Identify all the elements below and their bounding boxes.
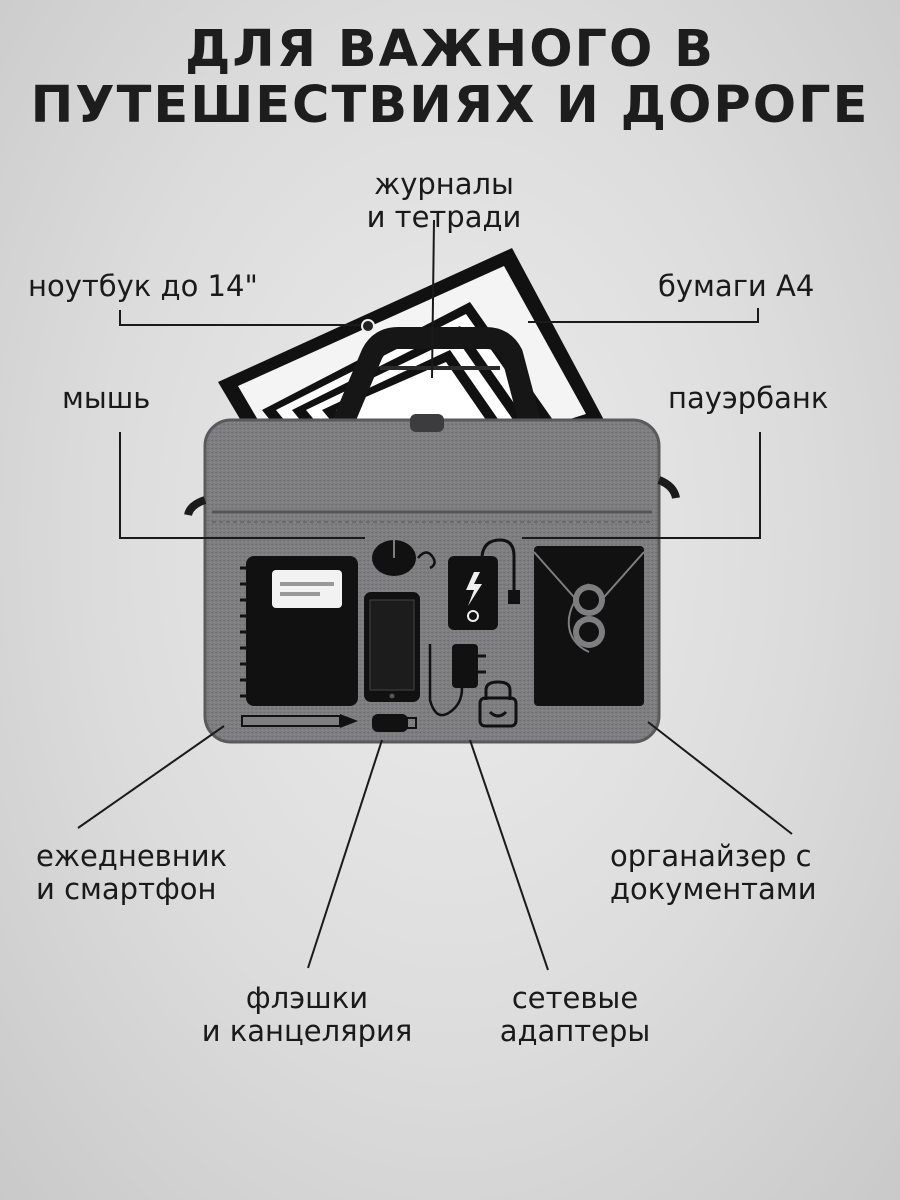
label-flash: флэшки и канцелярия — [201, 981, 413, 1048]
label-laptop: ноутбук до 14" — [28, 269, 258, 303]
label-mouse: мышь — [62, 381, 151, 415]
powerbank-icon — [448, 538, 520, 630]
label-powerbank: пауэрбанк — [668, 381, 829, 415]
flash-drive-icon — [372, 714, 417, 732]
bag-handle — [329, 327, 543, 435]
callout-lines — [77, 219, 793, 971]
pencil-icon — [241, 714, 358, 728]
title-line-1: ДЛЯ ВАЖНОГО В — [184, 20, 716, 79]
mouse-icon — [372, 540, 436, 576]
page-title: ДЛЯ ВАЖНОГО В ПУТЕШЕСТВИЯХ И ДОРОГЕ — [0, 22, 900, 134]
lock-icon — [478, 680, 518, 728]
organizer-icon — [533, 546, 645, 706]
label-planner: ежедневник и смартфон — [36, 839, 228, 906]
smartphone-icon — [364, 592, 420, 702]
label-organizer: органайзер с документами — [610, 839, 817, 906]
adapter-icon — [428, 644, 486, 717]
notebook-icon — [240, 556, 358, 706]
label-papers: бумаги А4 — [658, 269, 815, 303]
label-adapters: сетевые адаптеры — [499, 981, 651, 1048]
title-line-2: ПУТЕШЕСТВИЯХ И ДОРОГЕ — [30, 76, 870, 135]
label-journals: журналы и тетради — [366, 167, 522, 234]
